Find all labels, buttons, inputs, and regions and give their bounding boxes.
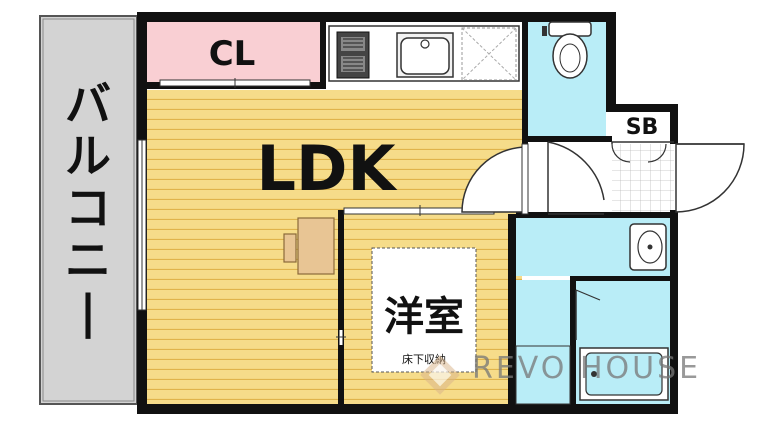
balcony-label-text: バルコニ|	[65, 77, 111, 340]
washer-space-icon	[515, 345, 571, 405]
western-room-label: 洋室	[384, 294, 464, 340]
desk-chair-icon	[283, 217, 335, 275]
balcony	[39, 15, 138, 405]
genkan-tile	[612, 144, 674, 212]
western-room-frame	[371, 247, 477, 373]
closet-label: CL	[209, 34, 256, 74]
watermark-text: REVO HOUSE	[472, 351, 701, 386]
closet-door	[159, 78, 311, 88]
bathtub-icon	[579, 347, 669, 401]
entrance-door-swing	[675, 143, 745, 213]
washroom-door-swing	[547, 141, 605, 215]
toilet-icon	[542, 21, 592, 79]
balcony-label: バルコニ|	[65, 77, 111, 340]
bathroom-door	[575, 289, 601, 340]
gas-stove-icon	[336, 31, 370, 79]
fridge-space-icon	[461, 27, 517, 81]
ldk-door-swing	[461, 143, 529, 215]
closet-area	[145, 22, 320, 82]
western-room-window	[336, 330, 346, 345]
balcony-window	[137, 139, 147, 311]
ldk-label: LDK	[256, 132, 397, 205]
wash-basin-icon	[629, 223, 667, 271]
shoe-box-label: SB	[626, 115, 659, 140]
shoe-box-doors	[611, 141, 674, 163]
sink-icon	[396, 32, 454, 78]
shoe-box-area	[612, 110, 674, 144]
